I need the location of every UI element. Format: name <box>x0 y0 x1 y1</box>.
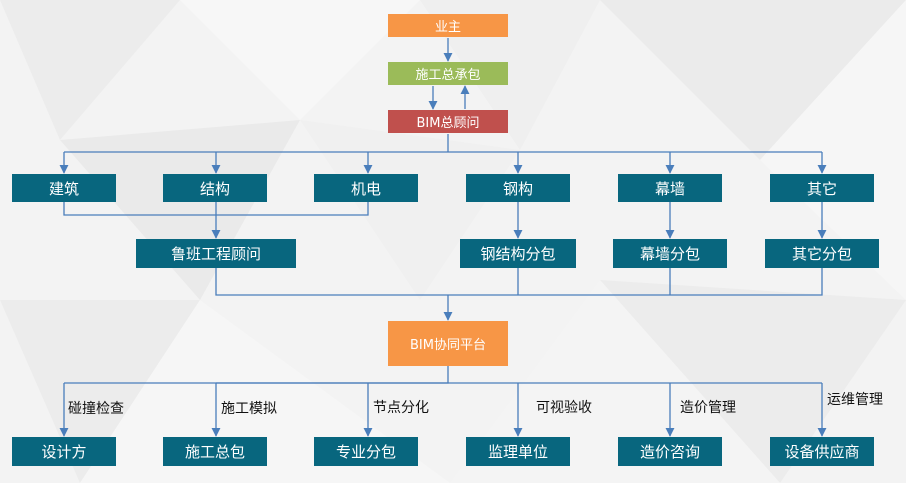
discipline-architecture: 建筑 <box>12 174 116 202</box>
discipline-curtain-wall: 幕墙 <box>618 174 722 202</box>
line-jianzhu-to-luban <box>63 202 216 216</box>
party-supervision: 监理单位 <box>466 437 570 466</box>
discipline-steel: 钢构 <box>466 174 570 202</box>
function-construction-simulation: 施工模拟 <box>221 401 277 417</box>
sub-luban-consultant: 鲁班工程顾问 <box>136 239 296 268</box>
party-cost-consultant: 造价咨询 <box>618 437 722 466</box>
sub-curtain-wall-subcontract: 幕墙分包 <box>613 239 727 268</box>
line-subs-bus <box>215 268 823 296</box>
bim-consultant-box: BIM总顾问 <box>388 110 508 133</box>
discipline-other: 其它 <box>770 174 874 202</box>
discipline-mep: 机电 <box>314 174 418 202</box>
sub-other-subcontract: 其它分包 <box>765 239 879 268</box>
function-cost-management: 造价管理 <box>680 400 736 416</box>
line-platform-down <box>216 366 449 384</box>
party-general-contractor: 施工总包 <box>163 437 267 466</box>
party-specialty-subcontractor: 专业分包 <box>314 437 418 466</box>
owner-box: 业主 <box>388 14 508 37</box>
function-visual-acceptance: 可视验收 <box>536 400 592 416</box>
general-contractor-box: 施工总承包 <box>388 62 508 85</box>
bim-platform-box: BIM协同平台 <box>388 321 508 366</box>
function-node-detailing: 节点分化 <box>373 400 429 416</box>
discipline-structure: 结构 <box>163 174 267 202</box>
function-operations-management: 运维管理 <box>827 392 883 408</box>
function-clash-detection: 碰撞检查 <box>68 401 124 417</box>
party-design: 设计方 <box>12 437 116 466</box>
sub-steel-subcontract: 钢结构分包 <box>460 239 576 268</box>
line-jidian-to-luban <box>216 202 369 216</box>
party-equipment-supplier: 设备供应商 <box>770 437 874 466</box>
